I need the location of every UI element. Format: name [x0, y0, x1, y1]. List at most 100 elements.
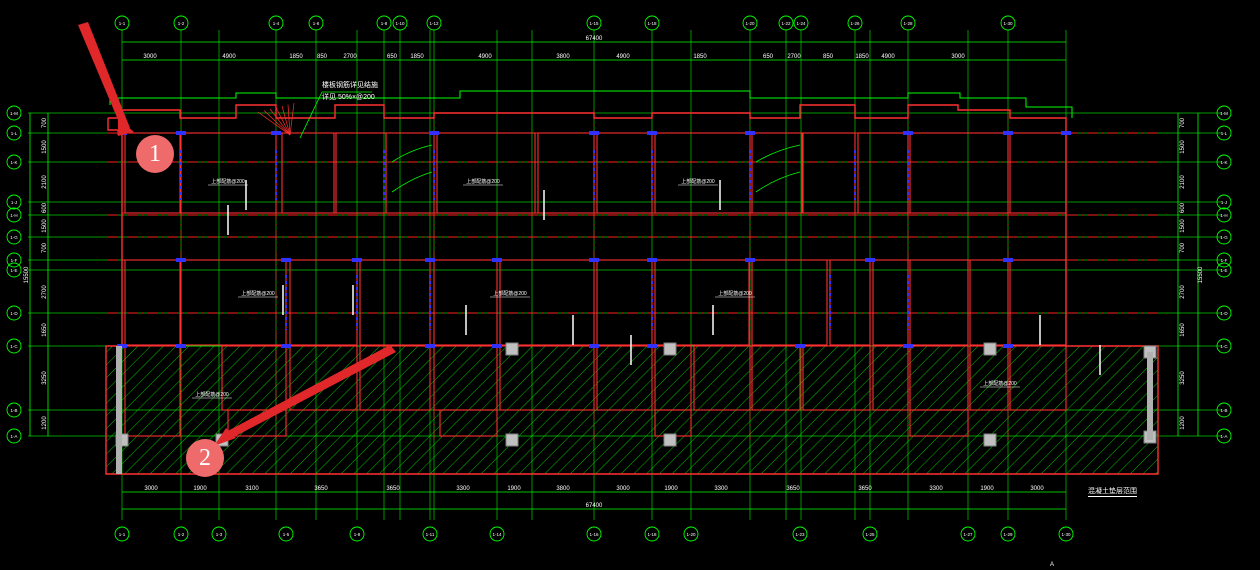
bottom-dim-label: 3650 — [858, 486, 872, 492]
slab-rebar-note: 上部配筋@200 — [211, 178, 245, 185]
bottom-axis-bubble-label: 1-27 — [963, 532, 973, 537]
right-axis-bubble — [1216, 125, 1232, 141]
right-axis-bubble-label: 1-K — [1220, 160, 1227, 165]
left-dim-label: 2100 — [42, 175, 48, 189]
top-total-dim: 67400 — [586, 36, 603, 42]
top-dim-label: 650 — [387, 54, 398, 60]
rebar-label-mark — [630, 335, 632, 365]
top-dim-label: 1850 — [855, 54, 869, 60]
left-axis-bubble-label: 1-E — [10, 268, 17, 273]
column-mark — [647, 258, 657, 262]
right-dim-label: 700 — [1180, 117, 1186, 128]
column-mark — [795, 344, 805, 348]
left-axis-bubble-label: 1-G — [10, 235, 18, 240]
top-axis-bubble — [426, 15, 442, 31]
fan-line — [287, 104, 291, 136]
room-wall — [289, 259, 358, 346]
top-dim-label: 3000 — [143, 54, 157, 60]
bottom-dim-label: 3800 — [556, 486, 570, 492]
rebar-label-mark — [1039, 315, 1041, 345]
rebar-label-mark — [719, 180, 721, 210]
right-axis-bubble — [1216, 229, 1232, 245]
bottom-axis-bubble-label: 1-2 — [178, 532, 185, 537]
top-axis-bubble-label: 1-30 — [1003, 21, 1013, 26]
door-arc — [391, 171, 433, 193]
bottom-axis-bubble — [644, 526, 660, 542]
top-axis-bubble — [392, 15, 408, 31]
room-wall — [499, 259, 595, 346]
column-mark — [903, 131, 913, 135]
slab-rebar-note: 上部配筋@200 — [681, 178, 715, 185]
room-wall — [1009, 259, 1067, 346]
right-axis-bubble — [1216, 252, 1232, 268]
callout-arrow-1 — [78, 22, 130, 134]
right-dim-label: 1650 — [1180, 323, 1186, 337]
fan-line — [263, 110, 291, 136]
column-mark — [589, 258, 599, 262]
room-wall — [537, 132, 595, 214]
rebar-label-mark — [282, 285, 284, 315]
room-wall — [596, 345, 653, 411]
grey-strip-left — [116, 346, 122, 474]
door-arc — [391, 144, 433, 163]
top-axis-bubble — [742, 15, 758, 31]
callout-badge-2: 2 — [186, 439, 224, 477]
left-axis-bubble-label: 1-M — [10, 111, 18, 116]
room-wall — [124, 345, 181, 437]
right-axis-bubble-label: 1-J — [1221, 200, 1227, 205]
column-mark — [281, 258, 291, 262]
slab-rebar-note: 上部配筋@200 — [195, 391, 229, 398]
right-dim-label: 2700 — [1180, 285, 1186, 299]
left-axis-bubble-label: 1-K — [10, 160, 17, 165]
left-dim-label: 1200 — [42, 416, 48, 430]
right-axis-bubble — [1216, 428, 1232, 444]
room-wall — [385, 132, 435, 214]
right-dim-label: 700 — [1180, 242, 1186, 253]
right-axis-bubble — [1216, 305, 1232, 321]
top-dim-label: 3000 — [951, 54, 965, 60]
column-mark — [647, 344, 657, 348]
column-mark — [647, 131, 657, 135]
rebar-label-mark — [245, 180, 247, 210]
pile-cap — [505, 433, 519, 447]
room-wall — [909, 132, 1009, 214]
bottom-axis-bubble — [278, 526, 294, 542]
right-axis-bubble-label: 1-E — [1220, 268, 1227, 273]
room-wall — [359, 345, 431, 411]
top-dim-label: 850 — [317, 54, 328, 60]
bottom-axis-bubble — [862, 526, 878, 542]
bottom-axis-bubble-label: 1-29 — [1003, 532, 1013, 537]
right-axis-bubble — [1216, 262, 1232, 278]
bottom-axis-bubble-label: 1-8 — [354, 532, 361, 537]
room-wall — [289, 345, 358, 411]
right-axis-bubble-label: 1-B — [1220, 408, 1227, 413]
annotation-leader — [299, 91, 323, 139]
room-wall — [969, 259, 1009, 346]
column-mark — [745, 258, 755, 262]
column-mark — [865, 258, 875, 262]
bottom-axis-bubble — [211, 526, 227, 542]
rebar-label-mark — [227, 205, 229, 235]
room-wall — [359, 259, 431, 346]
pile-cap — [983, 342, 997, 356]
bottom-axis-bubble-label: 1-25 — [865, 532, 875, 537]
column-mark — [429, 131, 439, 135]
right-axis-bubble-label: 1-C — [1220, 344, 1228, 349]
bottom-axis-bubble — [114, 526, 130, 542]
room-wall — [751, 132, 803, 214]
top-axis-bubble — [376, 15, 392, 31]
left-axis-bubble — [6, 338, 22, 354]
bottom-axis-bubble — [1058, 526, 1074, 542]
bottom-axis-bubble — [1000, 526, 1016, 542]
top-dim-label: 4900 — [616, 54, 630, 60]
right-axis-bubble — [1216, 154, 1232, 170]
left-axis-bubble — [6, 252, 22, 268]
right-total-dim: 15500 — [1198, 266, 1204, 283]
column-mark — [281, 344, 291, 348]
door-arc — [755, 144, 801, 163]
right-dim-label: 3250 — [1180, 371, 1186, 385]
left-axis-bubble — [6, 207, 22, 223]
slab-rebar-note: 上部配筋@200 — [466, 178, 500, 185]
top-axis-bubble — [586, 15, 602, 31]
column-mark — [1003, 344, 1013, 348]
